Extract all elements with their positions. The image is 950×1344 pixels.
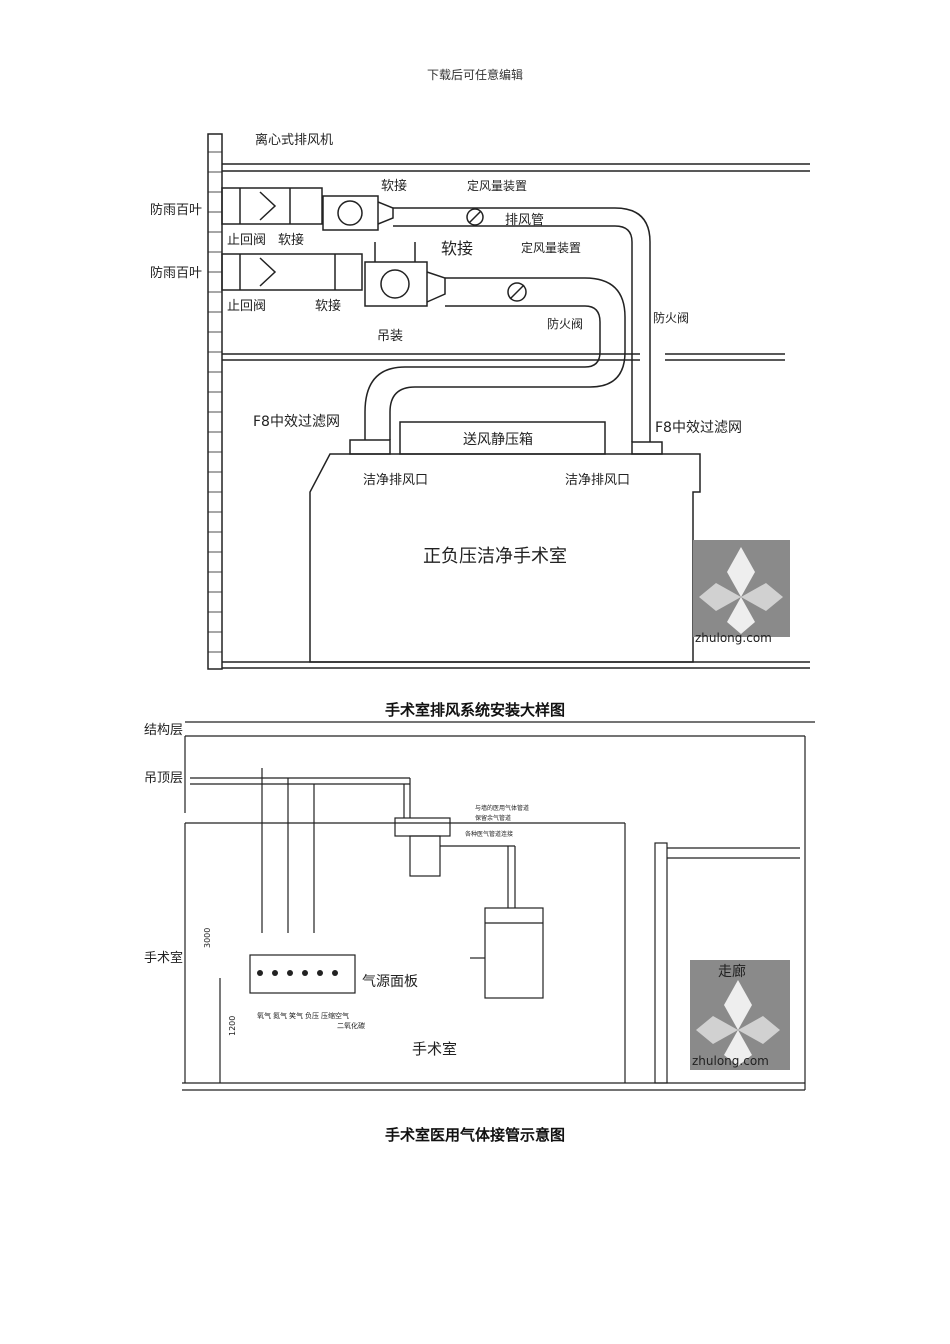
page-header: 下载后可任意编辑 [426, 68, 523, 82]
label-soft-3: 软接 [441, 239, 473, 258]
gas-label-5: 二氧化碳 [337, 1021, 365, 1030]
note-2: 保留余气管道 [475, 814, 511, 822]
label-check-2: 止回阀 [227, 299, 266, 314]
label-soft-1: 软接 [381, 178, 407, 194]
zhulong-logo: zhulong.com [693, 540, 790, 645]
label-hang: 吊装 [377, 329, 403, 344]
label-louver-1: 防雨百叶 [150, 202, 202, 218]
label-room: 正负压洁净手术室 [423, 546, 567, 567]
gas-label-0: 氧气 [257, 1011, 271, 1020]
label-filter-2: F8中效过滤网 [655, 420, 742, 436]
label-cav-1: 定风量装置 [467, 178, 527, 193]
label-check-1: 止回阀 [227, 233, 266, 248]
figure-2-caption: 手术室医用气体接管示意图 [384, 1126, 565, 1144]
label-outlet-2: 洁净排风口 [565, 473, 630, 488]
label-dim-1: 3000 [203, 928, 212, 948]
label-soft-4: 软接 [315, 298, 341, 314]
label-structure: 结构层 [144, 723, 183, 738]
label-cav-2: 定风量装置 [521, 240, 581, 255]
label-fire-2: 防火阀 [653, 310, 689, 325]
label-outlet-1: 洁净排风口 [363, 473, 428, 488]
label-fan: 离心式排风机 [255, 132, 333, 148]
label-or-side: 手术室 [144, 950, 183, 966]
watermark-text-2: zhulong.com [692, 1054, 769, 1068]
label-panel: 气源面板 [362, 974, 418, 990]
medical-gas-diagram: 结构层 吊顶层 手术室 气源面板 手术室 3000 1200 与墙的医用气体管道… [144, 721, 815, 1091]
label-or-center: 手术室 [412, 1040, 457, 1058]
label-filter-1: F8中效过滤网 [253, 414, 340, 430]
note-3: 各种医气管道连接 [465, 830, 513, 838]
exhaust-system-diagram: 离心式排风机 软接 定风量装置 防雨百叶 防雨百叶 止回阀 软接 排风管 软接 … [150, 132, 810, 670]
figure-1-caption: 手术室排风系统安装大样图 [384, 701, 565, 719]
watermark-text: zhulong.com [695, 631, 772, 645]
label-ceiling: 吊顶层 [144, 771, 183, 786]
gas-label-2: 笑气 [289, 1011, 303, 1020]
note-1: 与墙的医用气体管道 [475, 804, 529, 812]
label-exhaust-pipe: 排风管 [505, 213, 544, 228]
label-soft-2: 软接 [278, 232, 304, 248]
gas-label-3: 负压 [305, 1011, 319, 1020]
gas-label-4: 压缩空气 [321, 1011, 349, 1020]
gas-label-1: 氮气 [273, 1011, 287, 1020]
label-plenum: 送风静压箱 [463, 432, 533, 448]
label-fire-1: 防火阀 [547, 316, 583, 331]
label-corridor: 走廊 [718, 963, 746, 980]
zhulong-logo-2: 走廊 zhulong.com [690, 960, 790, 1070]
label-dim-2: 1200 [228, 1016, 237, 1036]
label-louver-2: 防雨百叶 [150, 265, 202, 281]
